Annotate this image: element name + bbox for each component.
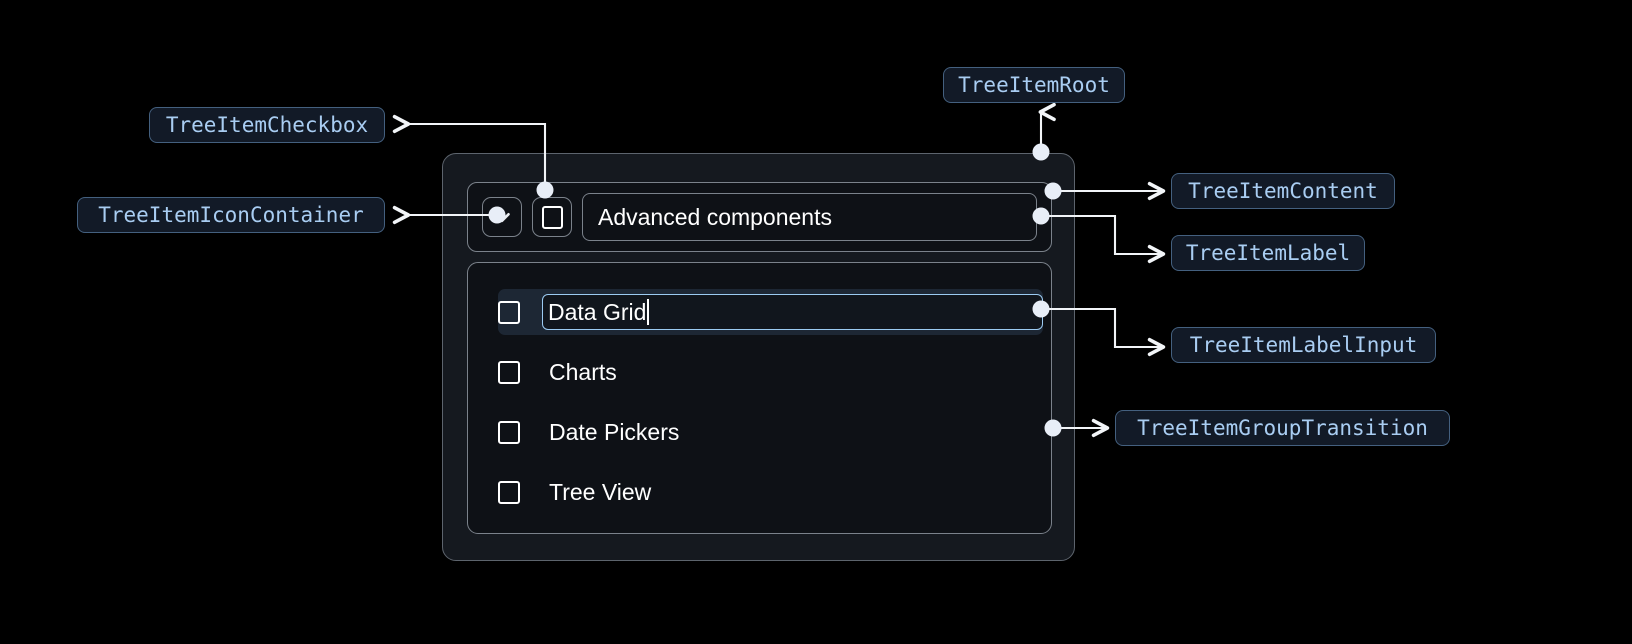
chevron-down-icon <box>489 204 515 230</box>
annotation-tree-item-label-input: TreeItemLabelInput <box>1171 327 1436 363</box>
tree-item-icon-container[interactable] <box>482 197 522 237</box>
annotation-tree-item-icon-container: TreeItemIconContainer <box>77 197 385 233</box>
tree-item-label-input[interactable]: Data Grid <box>542 294 1043 330</box>
annotation-tree-item-group-transition: TreeItemGroupTransition <box>1115 410 1450 446</box>
tree-item-group-transition: Data Grid Charts Date Pickers Tree View <box>467 262 1052 534</box>
tree-child-label: Tree View <box>549 478 652 505</box>
tree-child-label: Charts <box>549 358 617 385</box>
tree-item-root[interactable]: Advanced components Data Grid Charts Dat… <box>442 153 1075 561</box>
annotation-tree-item-root: TreeItemRoot <box>943 67 1125 103</box>
annotation-tree-item-content: TreeItemContent <box>1171 173 1395 209</box>
checkbox-unchecked-icon[interactable] <box>498 360 520 384</box>
tree-item-content[interactable]: Advanced components <box>467 182 1052 252</box>
tree-item-label[interactable]: Advanced components <box>582 193 1037 241</box>
label-input-value: Data Grid <box>548 298 647 325</box>
tree-child-row-tree-view[interactable]: Tree View <box>498 469 1043 515</box>
annotation-tree-item-checkbox: TreeItemCheckbox <box>149 107 385 143</box>
tree-child-row-date-pickers[interactable]: Date Pickers <box>498 409 1043 455</box>
checkbox-unchecked-icon[interactable] <box>498 420 520 444</box>
tree-item-checkbox[interactable] <box>532 197 572 237</box>
checkbox-unchecked-icon <box>541 205 563 229</box>
checkbox-unchecked-icon[interactable] <box>498 300 520 324</box>
checkbox-unchecked-icon[interactable] <box>498 480 520 504</box>
tree-child-row-data-grid[interactable]: Data Grid <box>498 289 1043 335</box>
tree-child-row-charts[interactable]: Charts <box>498 349 1043 395</box>
annotation-tree-item-label: TreeItemLabel <box>1171 235 1365 271</box>
text-caret <box>647 299 650 325</box>
tree-child-label: Date Pickers <box>549 418 680 445</box>
